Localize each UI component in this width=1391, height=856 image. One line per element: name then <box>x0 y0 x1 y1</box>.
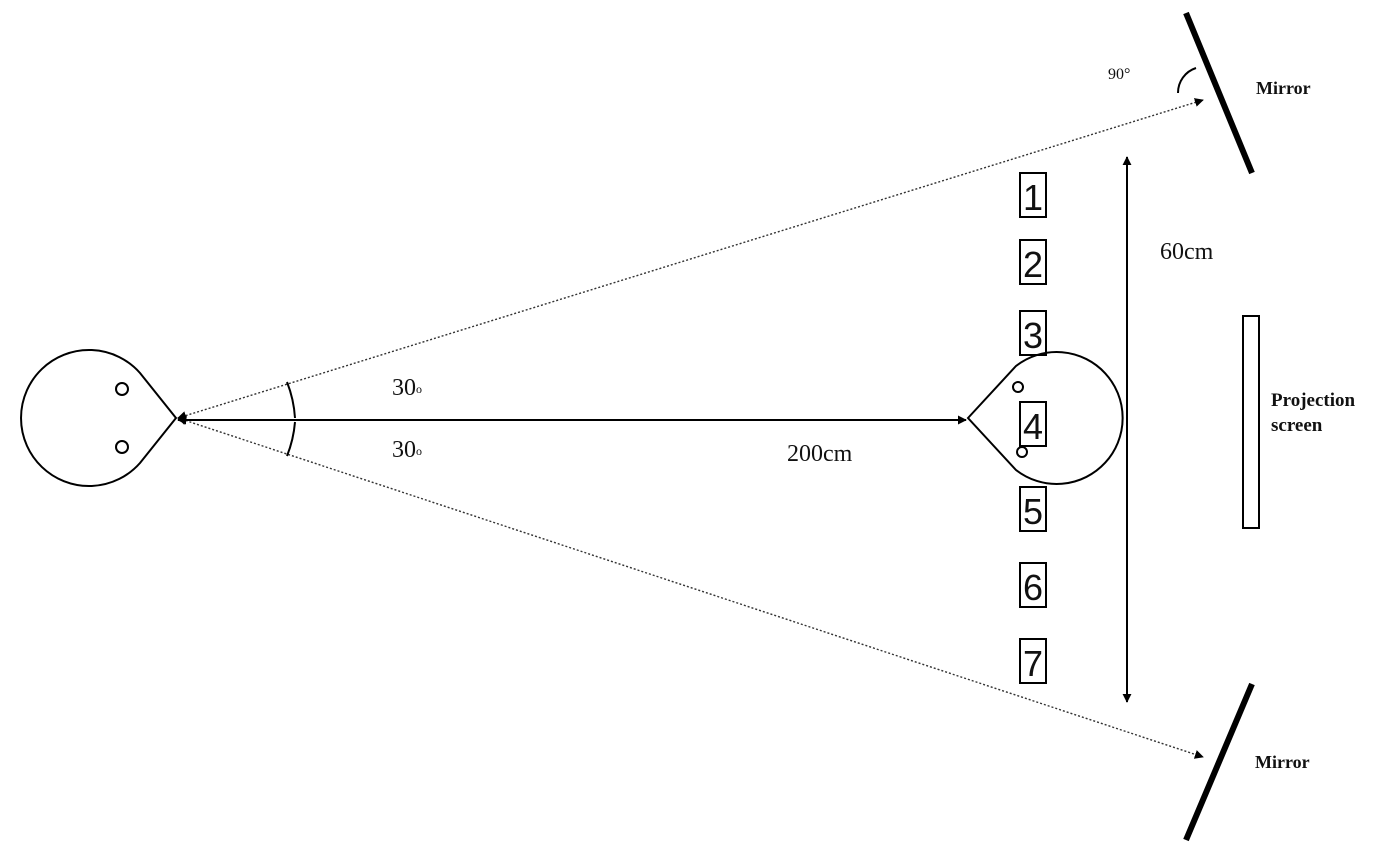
angle-lower-label: 30o <box>392 437 422 463</box>
position-label-2: 2 <box>1023 244 1043 285</box>
projection-screen <box>1242 315 1260 529</box>
sight-line-upper <box>177 98 1204 420</box>
position-box-1 <box>1019 172 1047 218</box>
position-label-6: 6 <box>1023 567 1043 608</box>
angle-upper-value: 30 <box>392 375 416 401</box>
projection-screen-label-line2: screen <box>1271 415 1323 436</box>
mirror-top <box>1183 11 1255 175</box>
angle-arc-mirror <box>1176 67 1197 94</box>
position-box-6 <box>1019 562 1047 608</box>
position-label-7: 7 <box>1023 643 1043 684</box>
position-boxes <box>1019 172 1047 684</box>
observer-head-icon <box>20 349 178 487</box>
mirror-top-label: Mirror <box>1256 78 1311 98</box>
position-numbers: 1 2 3 4 5 6 7 <box>1023 177 1043 684</box>
angle-arc-lower <box>286 421 296 457</box>
position-box-7 <box>1019 638 1047 684</box>
mirror-bottom <box>1183 682 1255 842</box>
degree-marker-upper: o <box>416 382 422 396</box>
degree-marker-lower: o <box>416 444 422 458</box>
mirror-angle-label: 90° <box>1108 66 1130 83</box>
position-label-3: 3 <box>1023 315 1043 356</box>
sight-line-lower <box>177 416 1204 759</box>
angle-upper-label: 30o <box>392 375 422 401</box>
mirror-bottom-label: Mirror <box>1255 752 1310 772</box>
position-box-3 <box>1019 310 1047 356</box>
target-head-icon <box>966 351 1124 485</box>
position-box-2 <box>1019 239 1047 285</box>
position-label-5: 5 <box>1023 491 1043 532</box>
position-box-4 <box>1019 401 1047 447</box>
position-label-1: 1 <box>1023 177 1043 218</box>
angle-lower-value: 30 <box>392 437 416 463</box>
angle-arc-upper <box>286 381 296 419</box>
projection-screen-label-line1: Projection <box>1271 390 1355 411</box>
distance-vertical-label: 60cm <box>1160 239 1214 265</box>
distance-horizontal-label: 200cm <box>787 441 853 467</box>
position-box-5 <box>1019 486 1047 532</box>
position-label-4: 4 <box>1023 406 1043 447</box>
